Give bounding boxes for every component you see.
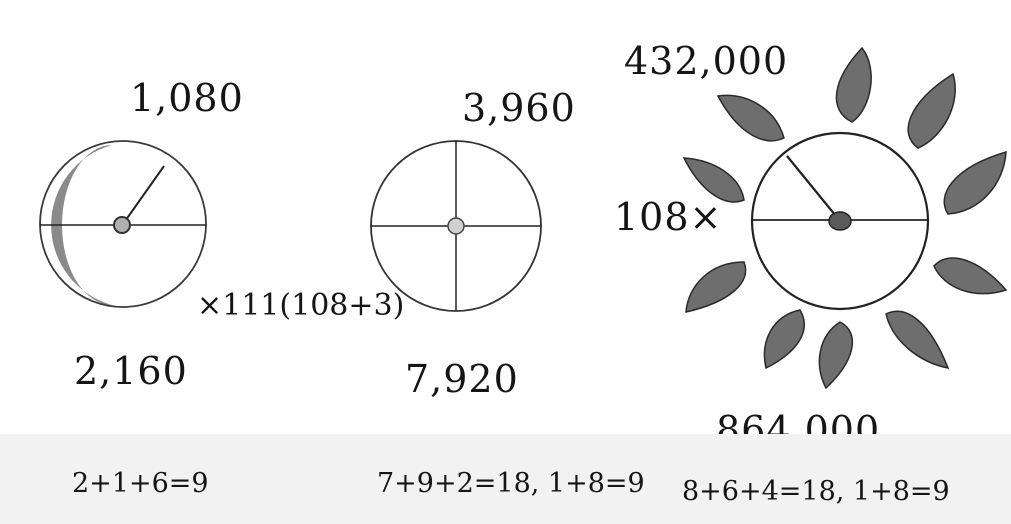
- sun-ray-10: [718, 95, 784, 140]
- moon-digit-sum: 2+1+6=9: [72, 470, 209, 497]
- sun-diagram: [684, 48, 1006, 388]
- sun-digit-sum: 8+6+4=18, 1+8=9: [682, 478, 950, 505]
- earth-center-dot: [448, 218, 464, 234]
- earth-to-sun-multiplier: 108×: [614, 198, 722, 236]
- moon-to-earth-multiplier: ×111(108+3): [197, 291, 404, 321]
- digit-sum-band: 2+1+6=9 7+9+2=18, 1+8=9 8+6+4=18, 1+8=9: [0, 434, 1011, 524]
- sun-ray-8: [686, 262, 746, 312]
- sun-center-dot: [829, 212, 851, 230]
- earth-digit-sum: 7+9+2=18, 1+8=9: [377, 470, 645, 497]
- moon-diagram: [40, 141, 206, 307]
- moon-clock-hand: [123, 166, 164, 224]
- sun-ray-4: [934, 258, 1006, 294]
- sun-top-value: 432,000: [624, 42, 788, 80]
- sun-ray-1: [836, 48, 871, 122]
- earth-diagram: [371, 141, 541, 311]
- moon-center-dot: [114, 217, 130, 233]
- sun-ray-6: [819, 322, 852, 388]
- sun-ray-7: [764, 310, 804, 368]
- sun-ray-2: [908, 74, 955, 148]
- earth-top-value: 3,960: [462, 89, 576, 127]
- moon-top-value: 1,080: [130, 79, 244, 117]
- earth-bottom-value: 7,920: [405, 360, 519, 398]
- moon-bottom-value: 2,160: [74, 352, 188, 390]
- sun-ray-3: [944, 152, 1006, 214]
- sun-ray-5: [886, 311, 948, 368]
